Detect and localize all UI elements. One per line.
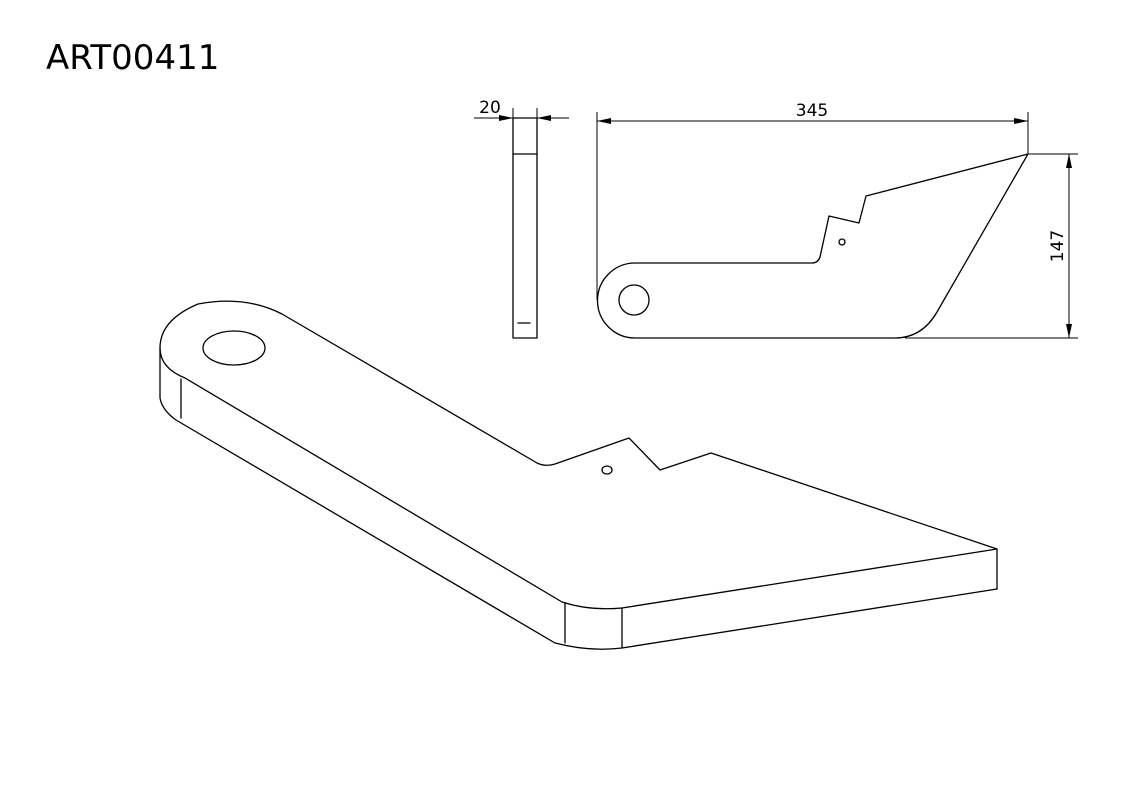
height-dimension: 147 bbox=[905, 153, 1078, 339]
iso-small-hole bbox=[601, 465, 613, 475]
iso-pivot-hole bbox=[202, 330, 266, 366]
front-view-outline bbox=[596, 153, 1029, 339]
front-view-pivot-hole bbox=[618, 284, 650, 316]
isometric-view bbox=[159, 300, 998, 650]
height-dimension-label: 147 bbox=[1048, 230, 1068, 262]
front-view bbox=[596, 153, 1029, 339]
thickness-dimension-label: 20 bbox=[479, 98, 501, 118]
part-number-title: ART00411 bbox=[46, 38, 220, 78]
thickness-dimension: 20 bbox=[474, 98, 569, 121]
iso-bottom-edge bbox=[159, 347, 998, 650]
side-view bbox=[512, 117, 538, 339]
front-view-small-hole bbox=[838, 238, 846, 246]
side-view-outline bbox=[512, 117, 538, 339]
length-dimension-label: 345 bbox=[796, 101, 828, 121]
length-dimension: 345 bbox=[596, 101, 1029, 300]
iso-top-face bbox=[159, 300, 998, 610]
